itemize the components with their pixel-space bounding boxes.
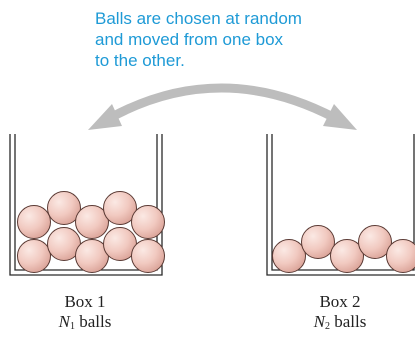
arrow-head-left [88,104,122,130]
box-1-ball-1 [18,240,51,273]
box-2-count-subscript: 2 [325,321,330,332]
box-1-name: Box 1 [20,292,150,312]
box-1-ball-5 [132,240,165,273]
box-2-balls [273,226,415,273]
arrow-head-right [323,104,357,130]
box-1-count-subscript: 1 [70,321,75,332]
box-2-count-word: balls [334,312,366,331]
box-2-count: N2 balls [285,312,395,337]
box-2-label: Box 2 N2 balls [285,292,395,337]
box-2-count-symbol: N [314,312,325,331]
box-1-count-symbol: N [59,312,70,331]
box-1-label: Box 1 N1 balls [20,292,150,337]
double-arrow-icon [88,88,357,130]
box-2-name: Box 2 [285,292,395,312]
box-1-balls [18,192,165,273]
box-2-ball-1 [273,240,306,273]
box-1-count-word: balls [79,312,111,331]
box-1-ball-6 [18,206,51,239]
box-2-ball-2 [302,226,335,259]
box-1-count: N1 balls [20,312,150,337]
box-1-ball-10 [132,206,165,239]
box-2-ball-5 [387,240,415,273]
